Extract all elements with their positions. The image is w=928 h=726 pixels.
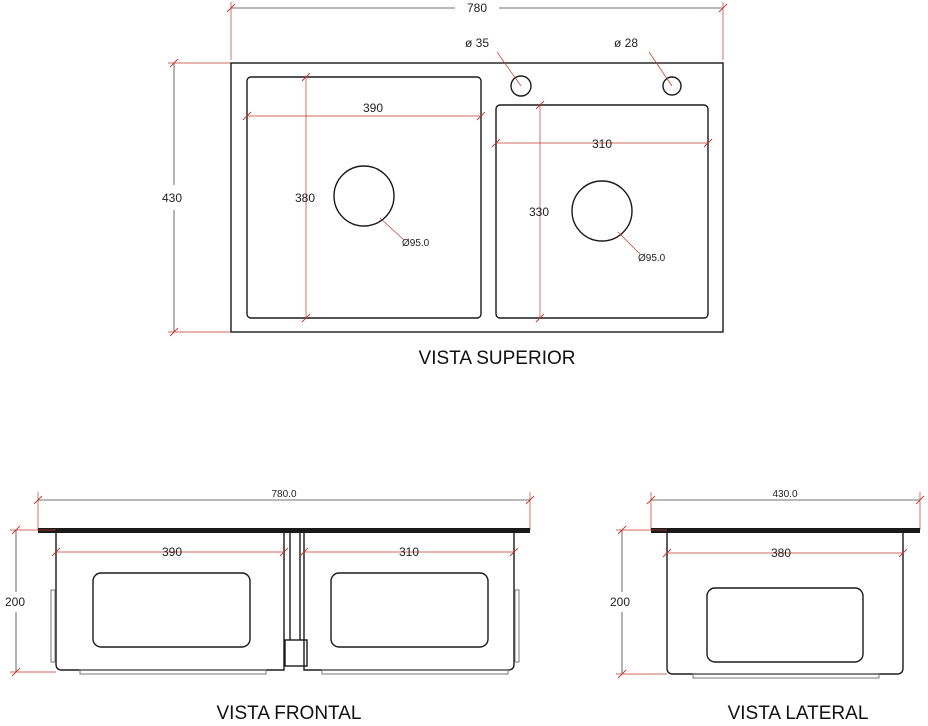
hole-28-label: ø 28 [614,36,638,50]
left-bowl-depth-dimension: 380 [295,72,315,323]
front-right-bowl-label: 310 [399,545,419,559]
hole-35-circle [510,75,532,97]
left-bowl-outline [246,76,482,319]
front-right-bowl-window [330,572,489,648]
side-view-caption: VISTA LATERAL [728,703,869,724]
hole-35-label: ø 35 [465,36,489,50]
front-left-bowl-window [92,572,251,648]
top-view-caption: VISTA SUPERIOR [419,348,576,369]
side-view: 430.0 380 200 VISTA LATERAL [610,489,925,724]
top-view: 780 430 390 380 [162,1,728,369]
side-height-label: 200 [610,595,630,609]
side-bowl-dimension: 380 [662,546,908,560]
hole-28-callout: ø 28 [614,36,673,87]
front-right-base [321,669,509,675]
left-bowl-width-label: 390 [363,101,383,115]
right-bowl-depth-dimension: 330 [529,100,549,323]
front-height-label: 200 [5,595,25,609]
left-drain-circle [333,165,395,227]
side-bowl-label: 380 [771,546,791,560]
right-drain-callout: Ø95.0 [617,231,666,264]
hole-28-circle [662,76,682,96]
front-right-bracket [514,589,520,663]
front-width-dimension: 780.0 [33,489,535,530]
front-width-label: 780.0 [271,489,296,500]
side-bowl-window [706,587,864,663]
left-drain-label: Ø95.0 [402,238,430,249]
front-top-plate [38,528,530,533]
front-left-bowl-body [55,533,285,671]
front-left-base [79,669,267,675]
side-width-dimension: 430.0 [646,489,925,530]
top-width-dimension: 780 [226,1,728,60]
right-bowl-depth-label: 330 [529,205,549,219]
side-top-plate [651,528,920,533]
front-height-dimension: 200 [5,525,56,677]
right-drain-circle [571,180,633,242]
top-sink-outline [230,62,724,333]
top-width-label: 780 [467,1,487,15]
front-view-caption: VISTA FRONTAL [217,703,362,724]
left-drain-callout: Ø95.0 [379,217,430,249]
front-left-bracket [50,589,56,663]
front-left-bowl-label: 390 [162,545,182,559]
left-bowl-depth-label: 380 [295,191,315,205]
top-depth-label: 430 [162,191,182,205]
side-base [692,673,880,679]
top-depth-dimension: 430 [162,58,231,337]
side-height-dimension: 200 [610,525,667,679]
right-drain-label: Ø95.0 [638,253,666,264]
left-bowl-width-dimension: 390 [242,101,486,121]
front-view: 780.0 390 310 [5,489,535,724]
front-overflow-box [284,639,308,667]
right-bowl-width-dimension: 310 [491,137,713,151]
front-right-bowl-dimension: 310 [299,545,519,559]
right-bowl-width-label: 310 [592,137,612,151]
front-left-bowl-dimension: 390 [51,545,289,559]
right-bowl-outline [495,104,709,319]
hole-35-callout: ø 35 [465,36,522,87]
side-width-label: 430.0 [772,489,797,500]
